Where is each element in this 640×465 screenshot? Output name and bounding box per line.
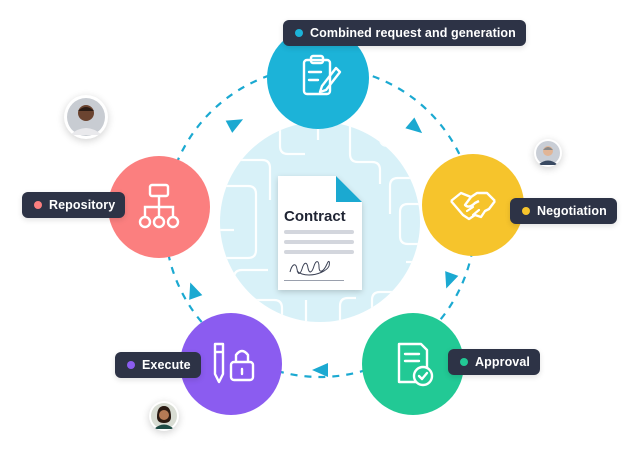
- stage-node-approval: [362, 313, 464, 415]
- cycle-arrow-1: [225, 119, 244, 133]
- stage-label-negotiation: Negotiation: [510, 198, 617, 224]
- person-avatar-icon: [151, 403, 177, 429]
- status-dot: [522, 207, 530, 215]
- person-avatar-icon: [536, 141, 560, 165]
- stage-label-request: Combined request and generation: [283, 20, 526, 46]
- stage-circle-request: [267, 27, 369, 129]
- handshake-icon: [450, 191, 496, 221]
- cycle-arrow-5: [189, 282, 203, 300]
- hierarchy-tree-icon: [138, 183, 180, 229]
- stage-label-repository: Repository: [22, 192, 126, 218]
- clipboard-pencil-icon: [302, 54, 342, 96]
- document-line-2: [284, 240, 354, 244]
- halo-circuit-lines: [220, 122, 420, 322]
- contract-title: Contract: [284, 208, 346, 225]
- document-line-1: [284, 230, 354, 234]
- stage-label-text: Combined request and generation: [310, 26, 516, 40]
- cycle-arrow-3: [445, 271, 459, 289]
- stage-label-text: Repository: [49, 198, 116, 212]
- stage-node-request: [267, 27, 369, 129]
- cycle-arrow-4: [312, 363, 328, 377]
- signature-scribble: [289, 260, 330, 276]
- document-corner-fold: [336, 176, 362, 202]
- document-line-3: [284, 250, 354, 254]
- status-dot: [460, 358, 468, 366]
- stage-circle-approval: [362, 313, 464, 415]
- person-avatar-icon: [67, 98, 105, 136]
- stage-label-approval: Approval: [448, 349, 540, 375]
- signature-line: [284, 280, 344, 281]
- pen-and-lock-icon: [213, 342, 255, 384]
- avatar-execute: [149, 401, 179, 431]
- status-dot: [34, 201, 42, 209]
- status-dot: [127, 361, 135, 369]
- stage-label-execute: Execute: [115, 352, 201, 378]
- stage-node-execute: [180, 313, 282, 415]
- stage-node-repository: [108, 156, 210, 258]
- status-dot: [295, 29, 303, 37]
- stage-label-text: Negotiation: [537, 204, 607, 218]
- stage-label-text: Execute: [142, 358, 191, 372]
- avatar-repository: [64, 95, 108, 139]
- stage-node-negotiation: [422, 154, 524, 256]
- stage-label-text: Approval: [475, 355, 530, 369]
- cycle-arrow-2: [405, 117, 423, 134]
- avatar-negotiation: [534, 139, 562, 167]
- approved-document-icon: [397, 342, 434, 387]
